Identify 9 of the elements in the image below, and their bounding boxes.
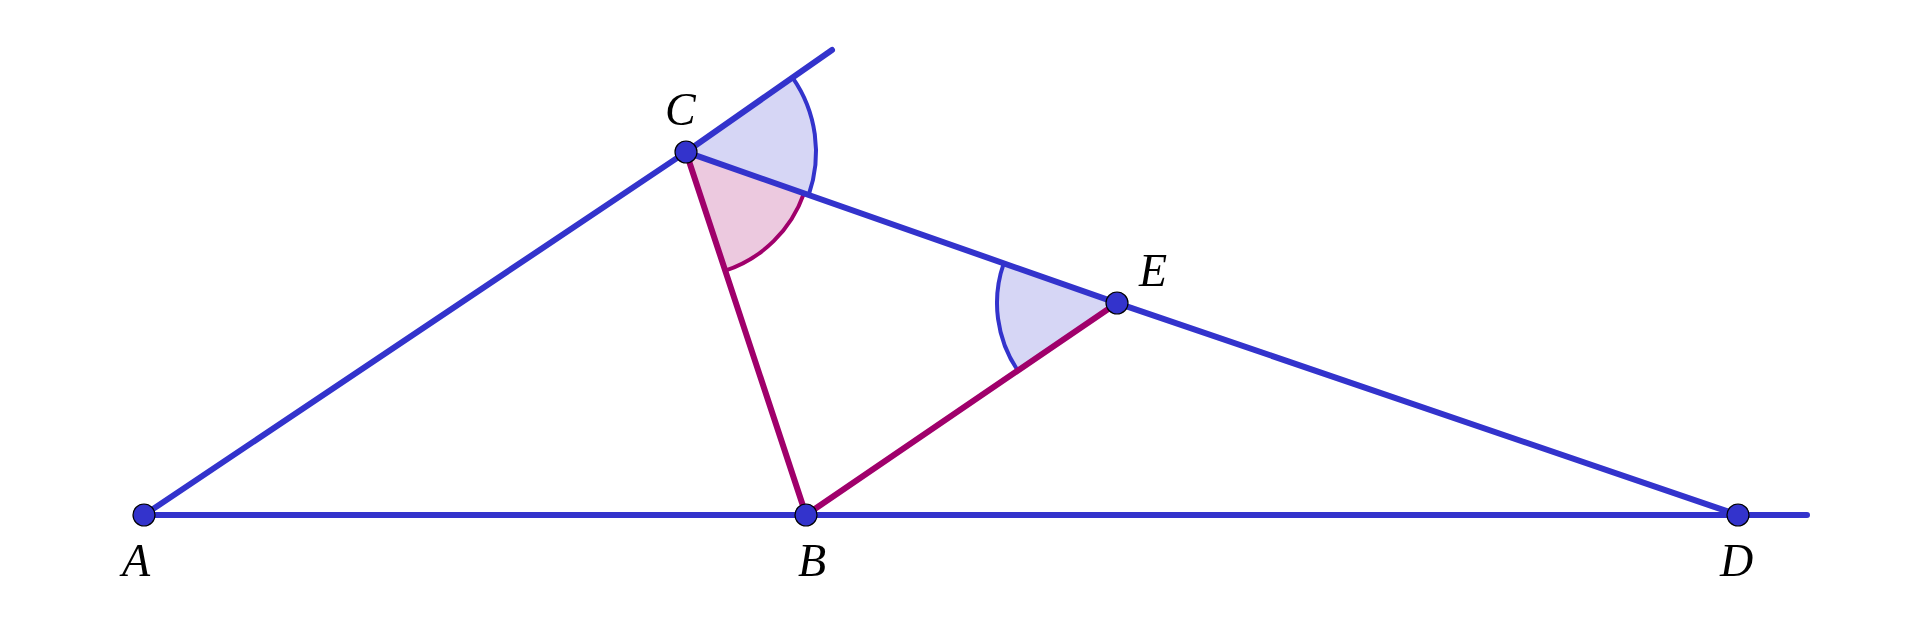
line-segment bbox=[1124, 303, 1731, 515]
point-label: C bbox=[665, 90, 695, 130]
point-label: B bbox=[797, 541, 827, 581]
point-label: A bbox=[121, 541, 151, 581]
line-segment bbox=[150, 155, 680, 512]
line-segment bbox=[812, 306, 1111, 512]
point-label: E bbox=[1138, 251, 1168, 291]
line-segment bbox=[692, 47, 835, 149]
line-segment bbox=[693, 152, 1110, 303]
